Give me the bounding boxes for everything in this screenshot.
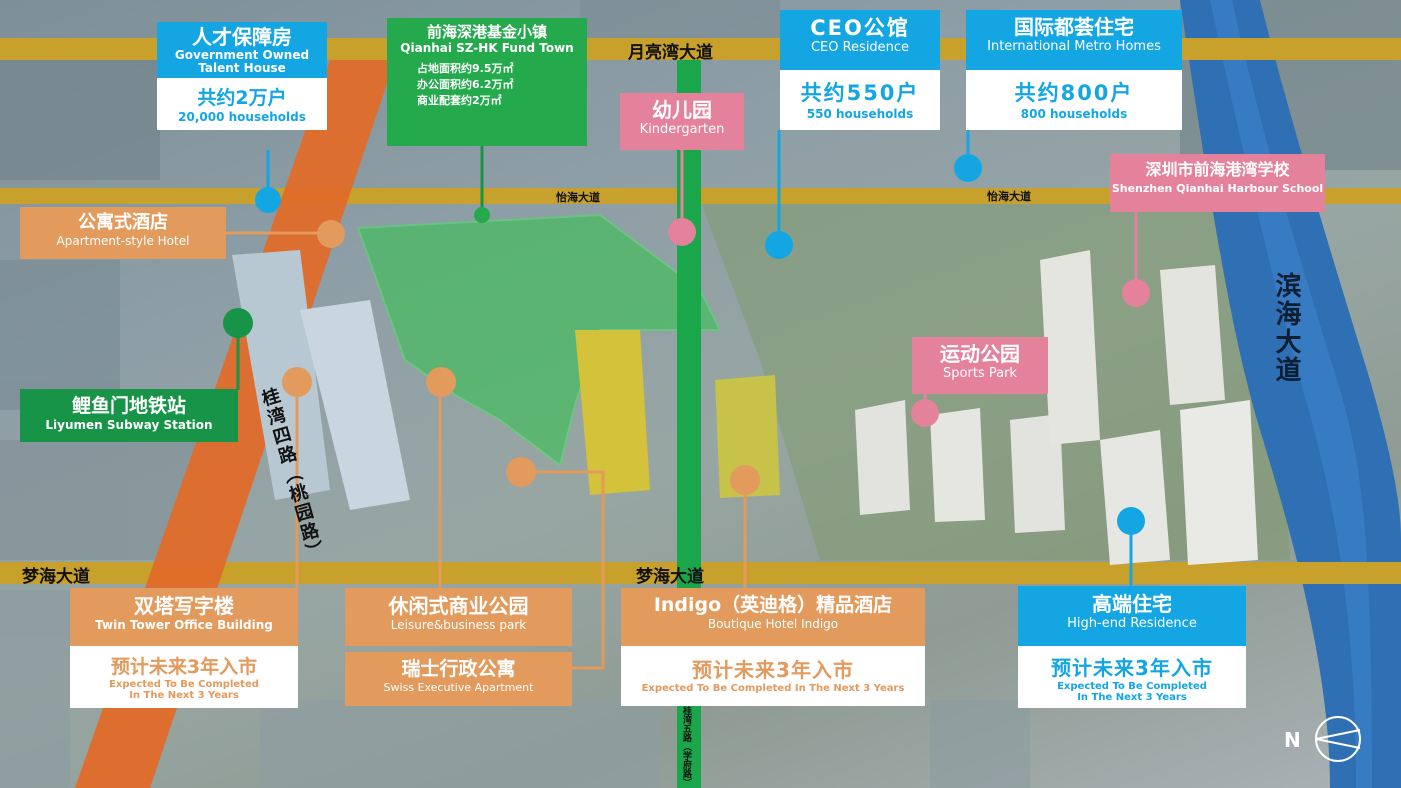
highend-title: 高端住宅 (1092, 592, 1172, 616)
sports-park-title: 运动公园 (940, 342, 1020, 366)
twin-tower-subtitle: Twin Tower Office Building (95, 618, 273, 632)
road-label-yihai-left: 怡海大道 (556, 191, 600, 204)
leisure-park-title: 休闲式商业公园 (388, 594, 529, 618)
metro-homes-title: 国际都荟住宅 (1014, 15, 1134, 39)
fund-town-line-1: 占地面积约9.5万㎡ (417, 62, 514, 76)
label-talent-house: 人才保障房 Government Owned Talent House 共约2万… (157, 22, 327, 130)
swiss-apartment-subtitle: Swiss Executive Apartment (383, 680, 534, 694)
label-sports-park: 运动公园 Sports Park (912, 337, 1048, 394)
road-label-menghai-left: 梦海大道 (22, 567, 90, 587)
apartment-hotel-title: 公寓式酒店 (78, 212, 168, 233)
road-label-yihai-right: 怡海大道 (987, 190, 1031, 203)
label-highend-residence: 高端住宅 High-end Residence 预计未来3年入市 Expecte… (1018, 586, 1246, 708)
fund-town-zone (356, 213, 722, 467)
towers (232, 250, 1258, 565)
label-indigo-hotel: Indigo（英迪格）精品酒店 Boutique Hotel Indigo 预计… (621, 588, 925, 706)
talent-house-count-en: 20,000 households (178, 110, 306, 124)
kindergarten-subtitle: Kindergarten (639, 122, 725, 137)
highend-status-en-2: In The Next 3 Years (1077, 692, 1187, 703)
sports-park-subtitle: Sports Park (943, 366, 1017, 381)
school-subtitle: Shenzhen Qianhai Harbour School (1111, 182, 1324, 196)
twin-tower-status: 预计未来3年入市 (110, 656, 258, 678)
indigo-subtitle: Boutique Hotel Indigo (707, 616, 839, 631)
label-swiss-apartment: 瑞士行政公寓 Swiss Executive Apartment (345, 652, 572, 706)
indigo-status: 预计未来3年入市 (692, 658, 854, 682)
label-ceo-residence: CEO公馆 CEO Residence 共约550户 550 household… (780, 10, 940, 130)
label-harbour-school: 深圳市前海港湾学校 Shenzhen Qianhai Harbour Schoo… (1110, 154, 1325, 212)
leader-lines-orange (226, 231, 747, 670)
apartment-hotel-subtitle: Apartment-style Hotel (56, 233, 190, 248)
label-twin-tower: 双塔写字楼 Twin Tower Office Building 预计未来3年入… (70, 588, 298, 708)
fund-town-line-2: 办公面积约6.2万㎡ (417, 78, 514, 92)
metro-homes-subtitle: International Metro Homes (987, 39, 1161, 54)
ceo-subtitle: CEO Residence (810, 40, 910, 56)
highend-status-en-1: Expected To Be Completed (1057, 681, 1207, 692)
talent-house-title: 人才保障房 (192, 25, 292, 49)
north-label: N (1284, 728, 1301, 752)
label-apartment-hotel: 公寓式酒店 Apartment-style Hotel (20, 207, 226, 259)
ceo-count-en: 550 households (806, 107, 914, 121)
highend-subtitle: High-end Residence (1067, 616, 1197, 631)
talent-house-subtitle-2: Talent House (198, 61, 286, 75)
subway-title: 鲤鱼门地铁站 (71, 395, 186, 417)
road-label-menghai-mid: 梦海大道 (636, 567, 704, 587)
swiss-apartment-title: 瑞士行政公寓 (401, 658, 516, 680)
indigo-title: Indigo（英迪格）精品酒店 (653, 594, 893, 616)
road-label-binhai: 滨海大道 (1271, 272, 1301, 384)
label-kindergarten: 幼儿园 Kindergarten (620, 93, 744, 150)
label-fund-town: 前海深港基金小镇 Qianhai SZ-HK Fund Town 占地面积约9.… (387, 18, 587, 146)
label-metro-homes: 国际都荟住宅 International Metro Homes 共约800户 … (966, 10, 1182, 130)
label-subway-station: 鲤鱼门地铁站 Liyumen Subway Station (20, 389, 238, 442)
twin-tower-status-en-1: Expected To Be Completed (109, 679, 259, 690)
compass-icon (1315, 716, 1361, 762)
fund-town-title: 前海深港基金小镇 (426, 23, 547, 41)
subway-subtitle: Liyumen Subway Station (45, 417, 213, 432)
kindergarten-title: 幼儿园 (652, 98, 712, 122)
metro-homes-count-en: 800 households (1020, 107, 1128, 121)
twin-tower-status-en-2: In The Next 3 Years (129, 690, 239, 701)
metro-homes-count: 共约800户 (1014, 81, 1134, 105)
north-compass: N (1284, 712, 1368, 766)
ceo-count: 共约550户 (800, 81, 920, 105)
road-label-guiwan5: 桂湾五路（学府路） (681, 706, 691, 787)
marker-dots (223, 154, 1150, 535)
ceo-title: CEO公馆 (810, 16, 910, 40)
leisure-park-subtitle: Leisure&business park (390, 618, 527, 632)
talent-house-subtitle-1: Government Owned (174, 48, 310, 62)
school-title: 深圳市前海港湾学校 (1145, 160, 1290, 179)
indigo-status-en: Expected To Be Completed In The Next 3 Y… (641, 683, 905, 694)
road-label-yueliangwan: 月亮湾大道 (628, 43, 713, 63)
label-leisure-park: 休闲式商业公园 Leisure&business park (345, 588, 572, 646)
twin-tower-title: 双塔写字楼 (134, 594, 234, 618)
talent-house-count: 共约2万户 (197, 87, 287, 109)
fund-town-line-3: 商业配套约2万㎡ (417, 94, 502, 108)
highend-status: 预计未来3年入市 (1051, 656, 1213, 680)
fund-town-subtitle: Qianhai SZ-HK Fund Town (400, 41, 574, 56)
